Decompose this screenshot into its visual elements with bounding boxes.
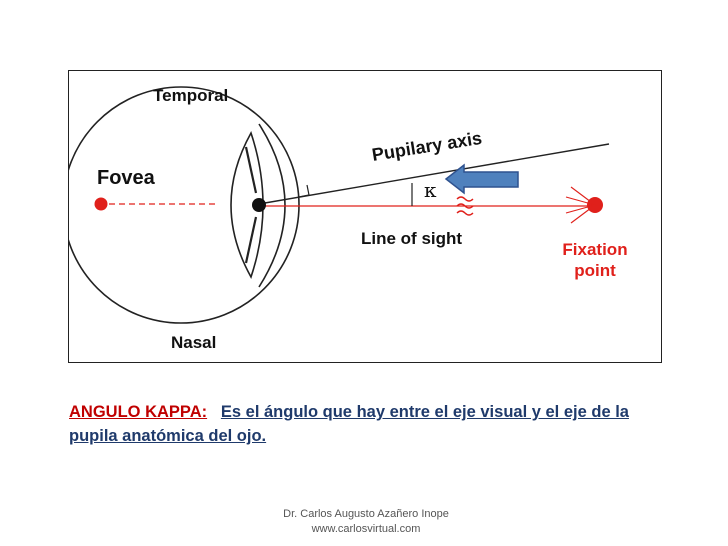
caption-text: Es el ángulo que hay entre el eje visual… [69, 403, 629, 445]
footer-website: www.carlosvirtual.com [311, 523, 421, 535]
wavy-lines-icon [456, 196, 474, 216]
footer-author: Dr. Carlos Augusto Azañero Inope [283, 508, 449, 520]
iris-lower [244, 216, 258, 264]
label-line-of-sight: Line of sight [361, 229, 462, 248]
label-pupilary-axis: Pupilary axis [370, 128, 483, 165]
cornea [258, 123, 286, 288]
label-point: point [574, 261, 616, 280]
label-fovea: Fovea [97, 167, 156, 189]
label-kappa: κ [424, 178, 437, 202]
caption-spacer [212, 403, 221, 421]
label-temporal: Temporal [153, 86, 228, 105]
right-angle-marker [298, 184, 310, 198]
lens [230, 131, 264, 279]
eyeball-outline [69, 86, 300, 324]
kappa-angle-diagram: Temporal Nasal Fovea Pupilary axis κ Lin… [69, 86, 628, 352]
pupilary-axis-line [258, 143, 610, 205]
light-rays [565, 186, 596, 224]
nodal-point [252, 198, 266, 212]
footer: Dr. Carlos Augusto Azañero Inope www.car… [250, 507, 482, 537]
iris-upper [244, 146, 258, 194]
fovea-point [94, 197, 108, 211]
caption: ANGULO KAPPA: Es el ángulo que hay entre… [69, 400, 669, 448]
label-fixation: Fixation [562, 240, 627, 259]
label-nasal: Nasal [171, 333, 216, 352]
caption-heading: ANGULO KAPPA: [69, 403, 208, 421]
figure-frame: Temporal Nasal Fovea Pupilary axis κ Lin… [68, 70, 662, 363]
pointer-arrow-icon [444, 163, 519, 195]
